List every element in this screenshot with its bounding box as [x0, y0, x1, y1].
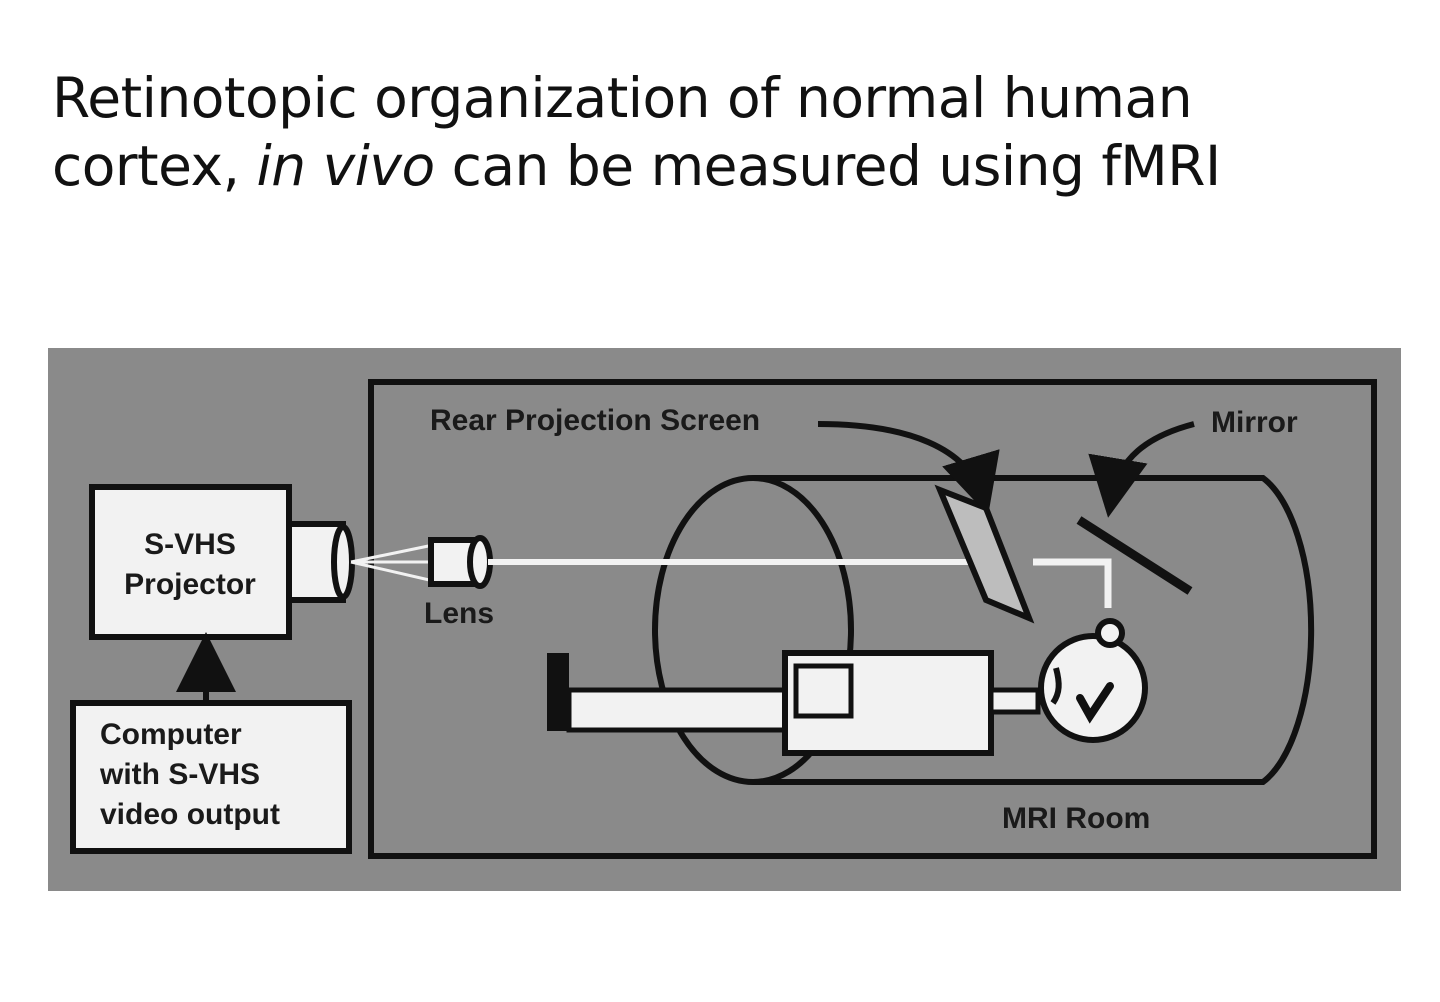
- projector-label-line-2: Projector: [124, 568, 256, 601]
- patient-feet: [793, 663, 854, 719]
- light-beam-upper: [350, 542, 439, 564]
- projector-aperture: [331, 524, 355, 600]
- mirror-label: Mirror: [1211, 406, 1298, 439]
- projector-box: [89, 484, 292, 640]
- title-line-1: Retinotopic organization of normal human: [52, 66, 1193, 130]
- computer-label-line-2: with S-VHS: [99, 758, 260, 791]
- mri-room-label: MRI Room: [1002, 802, 1150, 835]
- mri-bore-body: [753, 475, 1315, 785]
- mri-room-box: [368, 379, 1377, 859]
- lens-glass: [467, 535, 493, 589]
- fmri-setup-diagram: S-VHS Projector Computer with S-VHS vide…: [48, 348, 1401, 891]
- patient-neck: [988, 687, 1041, 715]
- light-beam-lower: [350, 560, 439, 584]
- patient-ear: [1076, 682, 1114, 724]
- patient-nose: [1095, 618, 1125, 648]
- title-italic-phrase: in vivo: [256, 134, 435, 198]
- mirror-pointer-arrow: [1088, 421, 1195, 518]
- table-end-post: [547, 653, 569, 731]
- mirror: [1076, 516, 1193, 595]
- patient-table: [566, 687, 797, 733]
- computer-label-line-3: video output: [100, 798, 280, 831]
- screen-label: Rear Projection Screen: [430, 404, 760, 437]
- title-line-2-start: cortex,: [52, 134, 257, 198]
- slide-title: Retinotopic organization of normal human…: [52, 64, 1221, 200]
- mri-bore-opening: [652, 475, 854, 785]
- patient-hair: [1050, 667, 1062, 705]
- reflected-beam: [1033, 558, 1112, 608]
- patient-head: [1038, 633, 1148, 743]
- diagram-canvas: S-VHS Projector Computer with S-VHS vide…: [48, 348, 1401, 891]
- screen-pointer-arrow: [817, 421, 1000, 516]
- projector-label-line-1: S-VHS: [144, 528, 236, 561]
- title-line-2-end: can be measured using fMRI: [434, 134, 1222, 198]
- lens-label: Lens: [424, 597, 494, 630]
- computer-box: [70, 700, 352, 854]
- computer-label-line-1: Computer: [100, 718, 242, 751]
